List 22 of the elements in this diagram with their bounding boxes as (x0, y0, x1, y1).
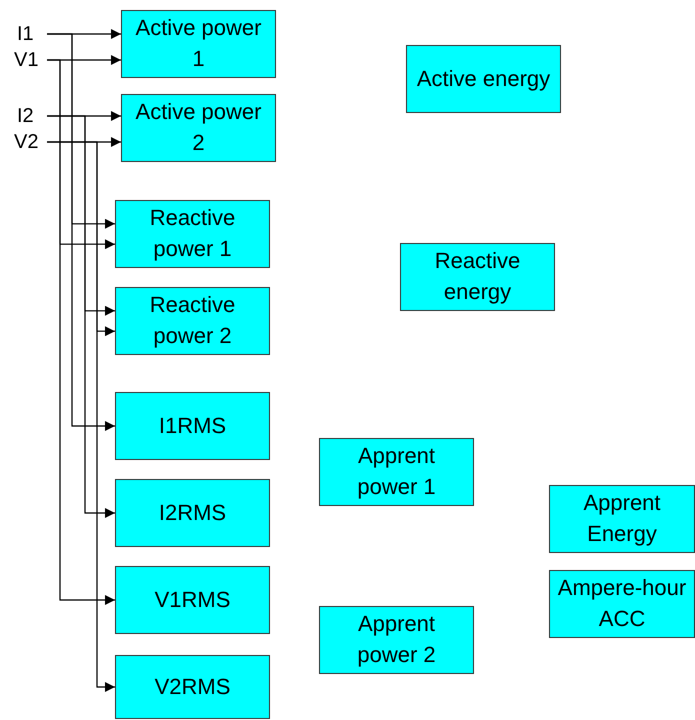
process-box: V1RMS (115, 566, 270, 634)
process-box: Active power 2 (121, 94, 276, 162)
arrow (47, 59, 115, 605)
process-box: Reactive power 2 (115, 287, 270, 355)
process-box: Active energy (406, 45, 561, 113)
signal-label: V2 (14, 132, 42, 152)
process-box: Apprent power 2 (319, 606, 474, 674)
process-box: Reactive energy (400, 243, 555, 311)
arrow (47, 115, 115, 518)
process-box: Ampere-hour ACC (549, 570, 695, 638)
process-box: I2RMS (115, 479, 270, 547)
process-box: V2RMS (115, 655, 270, 719)
process-box: Apprent power 1 (319, 438, 474, 506)
signal-label: I1 (17, 24, 39, 44)
process-box: Apprent Energy (549, 485, 695, 553)
process-box: Active power 1 (121, 10, 276, 78)
signal-label: V1 (14, 50, 42, 70)
process-box: Reactive power 1 (115, 200, 270, 268)
process-box: I1RMS (115, 392, 270, 460)
arrow (47, 141, 115, 692)
signal-label: I2 (17, 106, 39, 126)
arrow (47, 33, 115, 431)
